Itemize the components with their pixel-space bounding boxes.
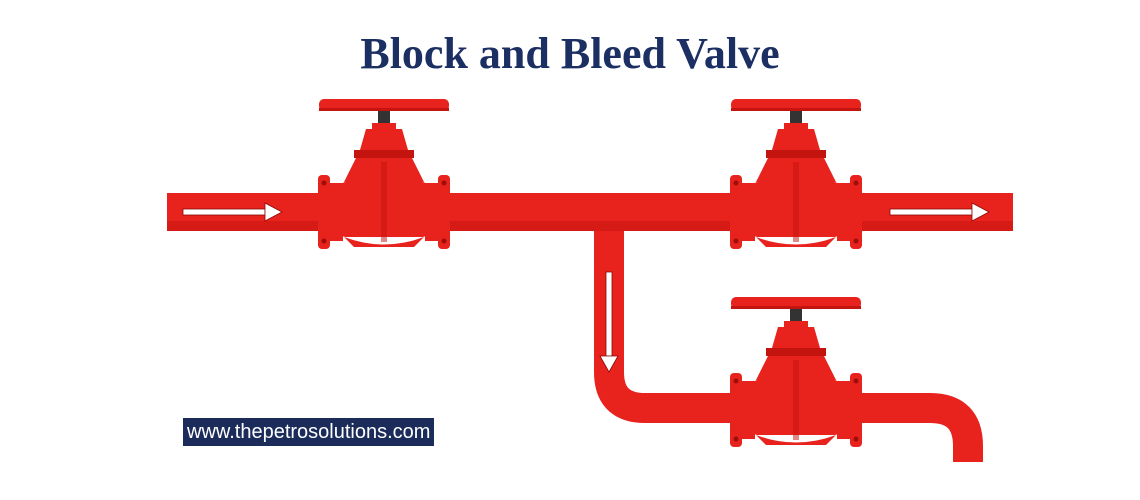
inlet-flow-arrow xyxy=(182,202,283,222)
bleed-pipe xyxy=(594,231,930,423)
downstream-block-valve xyxy=(730,99,862,249)
bleed-valve xyxy=(730,297,862,447)
outlet-flow-arrow xyxy=(889,202,990,222)
upstream-block-valve xyxy=(318,99,450,249)
main-pipe-shade xyxy=(167,221,1013,231)
bleed-flow-arrow xyxy=(599,271,619,373)
bleed-outlet-elbow xyxy=(929,393,983,462)
website-watermark: www.thepetrosolutions.com xyxy=(183,418,435,446)
diagram-title: Block and Bleed Valve xyxy=(360,29,780,78)
